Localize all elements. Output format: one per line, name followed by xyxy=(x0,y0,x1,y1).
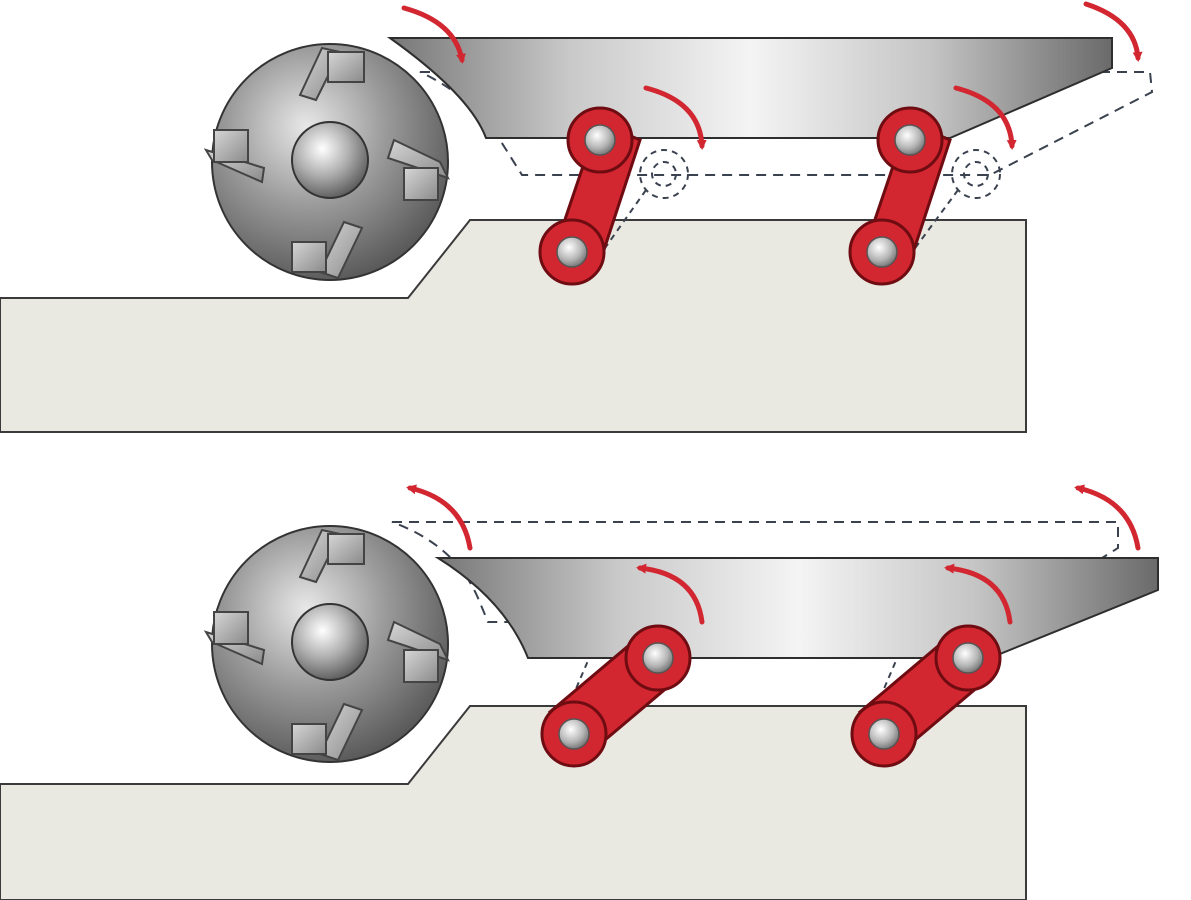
arrow-icon xyxy=(401,5,466,64)
outfeed-table xyxy=(0,219,1027,433)
infeed-plate xyxy=(434,557,1159,659)
rotation-arrows-bottom xyxy=(406,484,1141,625)
cutter-head xyxy=(203,43,450,281)
panel-top xyxy=(0,1,1154,433)
arrow-icon xyxy=(953,85,1017,150)
link-right-top xyxy=(848,106,952,286)
arrow-icon xyxy=(944,563,1013,625)
link-right-bottom xyxy=(850,624,1002,768)
arrow-icon xyxy=(1083,1,1143,62)
link-left-top xyxy=(538,106,642,286)
outfeed-table xyxy=(0,705,1027,900)
infeed-plate xyxy=(386,37,1113,139)
arrow-icon xyxy=(406,484,473,551)
arrow-icon xyxy=(643,85,707,150)
link-left-bottom xyxy=(540,624,692,768)
panel-bottom xyxy=(0,484,1159,900)
arrow-icon xyxy=(636,563,705,625)
link-ghosts xyxy=(599,149,1001,256)
arrow-icon xyxy=(1074,484,1141,551)
rotation-arrows-top xyxy=(401,1,1143,150)
cutter-head xyxy=(203,525,450,763)
